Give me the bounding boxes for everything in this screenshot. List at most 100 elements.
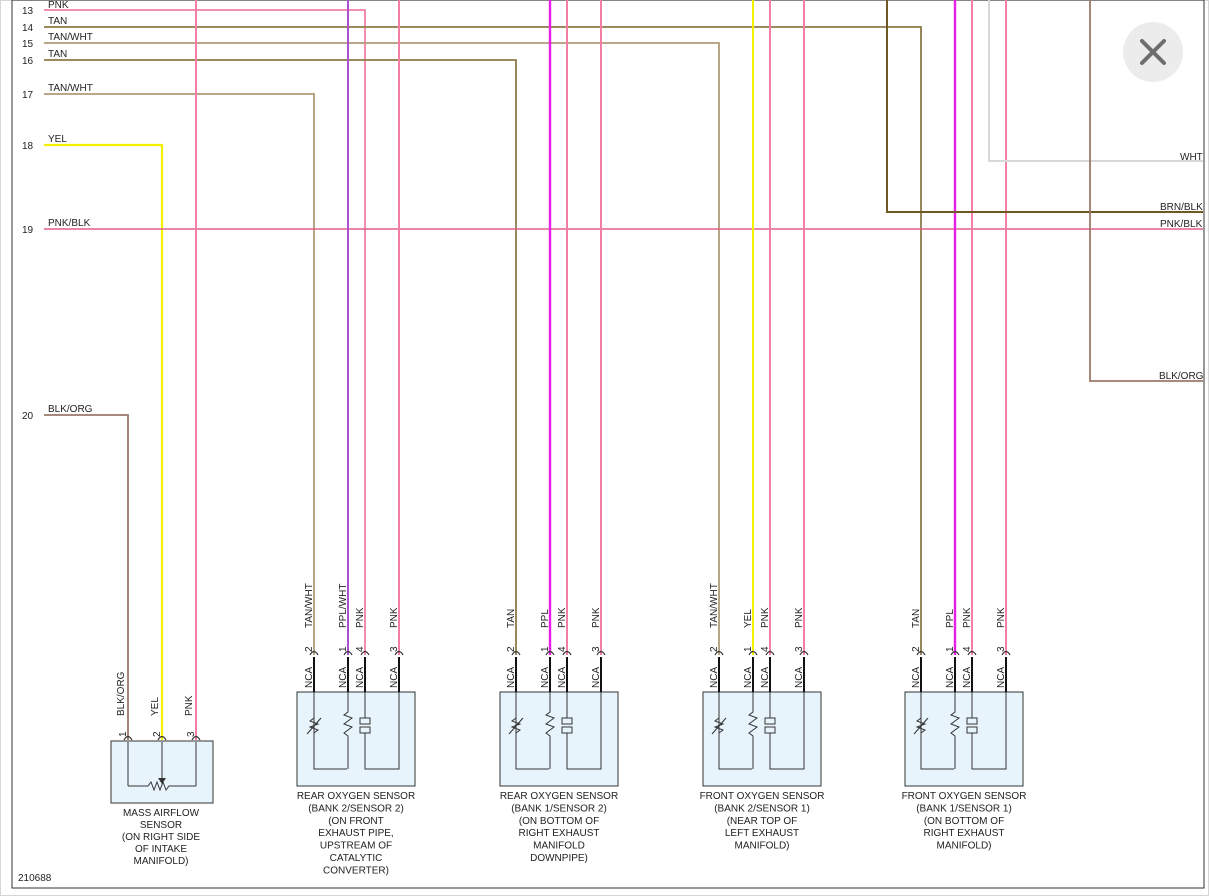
wire-row-number-19: 19 — [22, 225, 34, 236]
o2-sensor-1-pin-3-connector — [596, 650, 606, 656]
o2-sensor-0-pin-2-nca: NCA — [304, 667, 315, 688]
o2-sensor-2-pin-2-nca: NCA — [709, 667, 720, 688]
o2-sensor-0-pin-2-connector — [309, 650, 319, 656]
right-wire-label-pnk-blk: PNK/BLK — [1160, 219, 1203, 230]
diagram-id: 210688 — [18, 873, 52, 884]
o2-sensor-3-pin-1-color: PPL — [945, 609, 956, 628]
o2-sensor-0-pin-3-connector — [394, 650, 404, 656]
o2-sensor-1-caption-line-5: DOWNPIPE) — [530, 853, 588, 864]
o2-sensor-2-caption-line-1: (BANK 2/SENSOR 1) — [714, 803, 810, 814]
wire-15-tan-wht — [44, 42, 720, 655]
o2-sensor-2-pin-4-number: 4 — [760, 646, 771, 652]
o2-sensor-1-pin-1-connector — [545, 650, 555, 656]
o2-sensor-3-heater-resistor — [949, 692, 961, 769]
maf-caption-line-1: SENSOR — [140, 820, 182, 831]
wire-18-yel — [44, 143, 164, 740]
o2-sensor-2-heater-resistor — [747, 692, 759, 769]
o2-sensor-0-pin-4-nca: NCA — [355, 667, 366, 688]
o2-sensor-2-pin-4-connector — [765, 650, 775, 656]
maf-caption-line-3: OF INTAKE — [135, 844, 187, 855]
o2-sensor-0-thermistor-arrow — [306, 717, 322, 735]
o2-sensor-0-pin-4-number: 4 — [355, 646, 366, 652]
o2-sensor-0-pin-3-number: 3 — [389, 646, 400, 652]
wire-row-number-17: 17 — [22, 90, 34, 101]
o2-sensor-2-thermistor-arrow — [711, 717, 727, 735]
o2-sensor-0-heater-resistor — [342, 692, 354, 769]
wire-row-number-13: 13 — [22, 6, 34, 17]
o2-sensor-3-pin-2-color: TAN — [911, 609, 922, 628]
o2-sensor-0-pin-1-connector — [343, 650, 353, 656]
close-button[interactable] — [1123, 22, 1183, 82]
close-icon — [1140, 39, 1166, 65]
o2-sensor-2-pin-3-nca: NCA — [794, 667, 805, 688]
maf-wiper-arrow — [158, 778, 166, 784]
o2-sensor-2-pin-4-color: PNK — [760, 607, 771, 628]
o2-sensor-0-pin-1-nca: NCA — [338, 667, 349, 688]
wire-20-blk-org — [44, 414, 129, 740]
o2-sensor-3-pin-2-connector — [916, 650, 926, 656]
o2-sensor-3-pin-4-color: PNK — [962, 607, 973, 628]
o2-sensor-0-cell-top — [359, 717, 371, 725]
o2-sensor-1-pin-1-color: PPL — [540, 609, 551, 628]
o2-sensor-2-internal-a — [718, 692, 752, 770]
right-wire-label-wht: WHT — [1180, 152, 1203, 163]
o2-sensor-1-thermistor-arrow — [508, 717, 524, 735]
o2-sensor-2-caption-line-4: MANIFOLD) — [735, 841, 790, 852]
maf-pin-3-number: 3 — [186, 731, 197, 737]
maf-pin-1-connector — [123, 735, 133, 741]
wire-row-number-16: 16 — [22, 56, 34, 67]
o2-sensor-0-caption-line-4: UPSTREAM OF — [320, 841, 392, 852]
wire-13-pnk — [44, 9, 366, 655]
wire-row-number-18: 18 — [22, 141, 34, 152]
o2-sensor-3-pin-2-number: 2 — [911, 646, 922, 652]
wire-14-tan — [44, 26, 922, 655]
o2-sensor-1-caption-line-3: RIGHT EXHAUST — [519, 828, 600, 839]
o2-sensor-0-pin-2-color: TAN/WHT — [304, 583, 315, 628]
o2-sensor-1-pin-2-connector — [511, 650, 521, 656]
o2-sensor-2-internal-c — [769, 692, 805, 770]
o2-sensor-0-caption-line-2: (ON FRONT — [328, 816, 384, 827]
o2-sensor-2-pin-1-color: YEL — [743, 609, 754, 628]
o2-sensor-2-box — [702, 691, 822, 787]
o2-sensor-2-pin-4-nca: NCA — [760, 667, 771, 688]
o2-sensor-1-pin-4-connector — [562, 650, 572, 656]
o2-sensor-3-caption-line-4: MANIFOLD) — [937, 841, 992, 852]
o2-sensor-0-caption-line-1: (BANK 2/SENSOR 2) — [308, 803, 404, 814]
o2-sensor-0-pin-3-color: PNK — [389, 607, 400, 628]
o2-sensor-2-pin-2-number: 2 — [709, 646, 720, 652]
wire-label-18: YEL — [48, 134, 67, 145]
o2-sensor-3-pin-2-nca: NCA — [911, 667, 922, 688]
wire-label-15: TAN/WHT — [48, 32, 93, 43]
o2-sensor-3-caption-line-3: RIGHT EXHAUST — [924, 828, 1005, 839]
maf-caption-line-4: MANIFOLD) — [134, 856, 189, 867]
o2-sensor-0-pin-4-connector — [360, 650, 370, 656]
maf-potentiometer — [128, 780, 196, 792]
o2-sensor-3-pin-3-color: PNK — [996, 607, 1007, 628]
wire-label-14: TAN — [48, 16, 67, 27]
maf-caption-line-2: (ON RIGHT SIDE — [122, 832, 200, 843]
o2-sensor-1-caption-line-2: (ON BOTTOM OF — [519, 816, 599, 827]
o2-sensor-2-caption-line-2: (NEAR TOP OF — [727, 816, 798, 827]
o2-sensor-3-pin-4-nca: NCA — [962, 667, 973, 688]
o2-sensor-3-pin-1-connector — [950, 650, 960, 656]
o2-sensor-2-pin-3-number: 3 — [794, 646, 805, 652]
wire-row-number-15: 15 — [22, 39, 34, 50]
o2-sensor-3-internal-c — [971, 692, 1007, 770]
o2-sensor-3-pin-4-connector — [967, 650, 977, 656]
o2-sensor-2-pin-2-color: TAN/WHT — [709, 583, 720, 628]
o2-sensor-3-internal-a — [920, 692, 954, 770]
o2-sensor-1-pin-1-nca: NCA — [540, 667, 551, 688]
o2-sensor-2-caption-line-0: FRONT OXYGEN SENSOR — [700, 791, 825, 802]
o2-sensor-0-pin-1-number: 1 — [338, 646, 349, 652]
o2-sensor-3-pin-3-number: 3 — [996, 646, 1007, 652]
o2-sensor-1-box — [499, 691, 619, 787]
o2-sensor-3-caption-line-2: (ON BOTTOM OF — [924, 816, 1004, 827]
o2-sensor-0-pin-4-color: PNK — [355, 607, 366, 628]
o2-sensor-3-pin-4-number: 4 — [962, 646, 973, 652]
wire-row-number-20: 20 — [22, 411, 34, 422]
o2-sensor-3-pin-3-connector — [1001, 650, 1011, 656]
o2-sensor-1-pin-3-nca: NCA — [591, 667, 602, 688]
wire-label-16: TAN — [48, 49, 67, 60]
o2-sensor-1-pin-2-color: TAN — [506, 609, 517, 628]
wire-label-20: BLK/ORG — [48, 404, 93, 415]
